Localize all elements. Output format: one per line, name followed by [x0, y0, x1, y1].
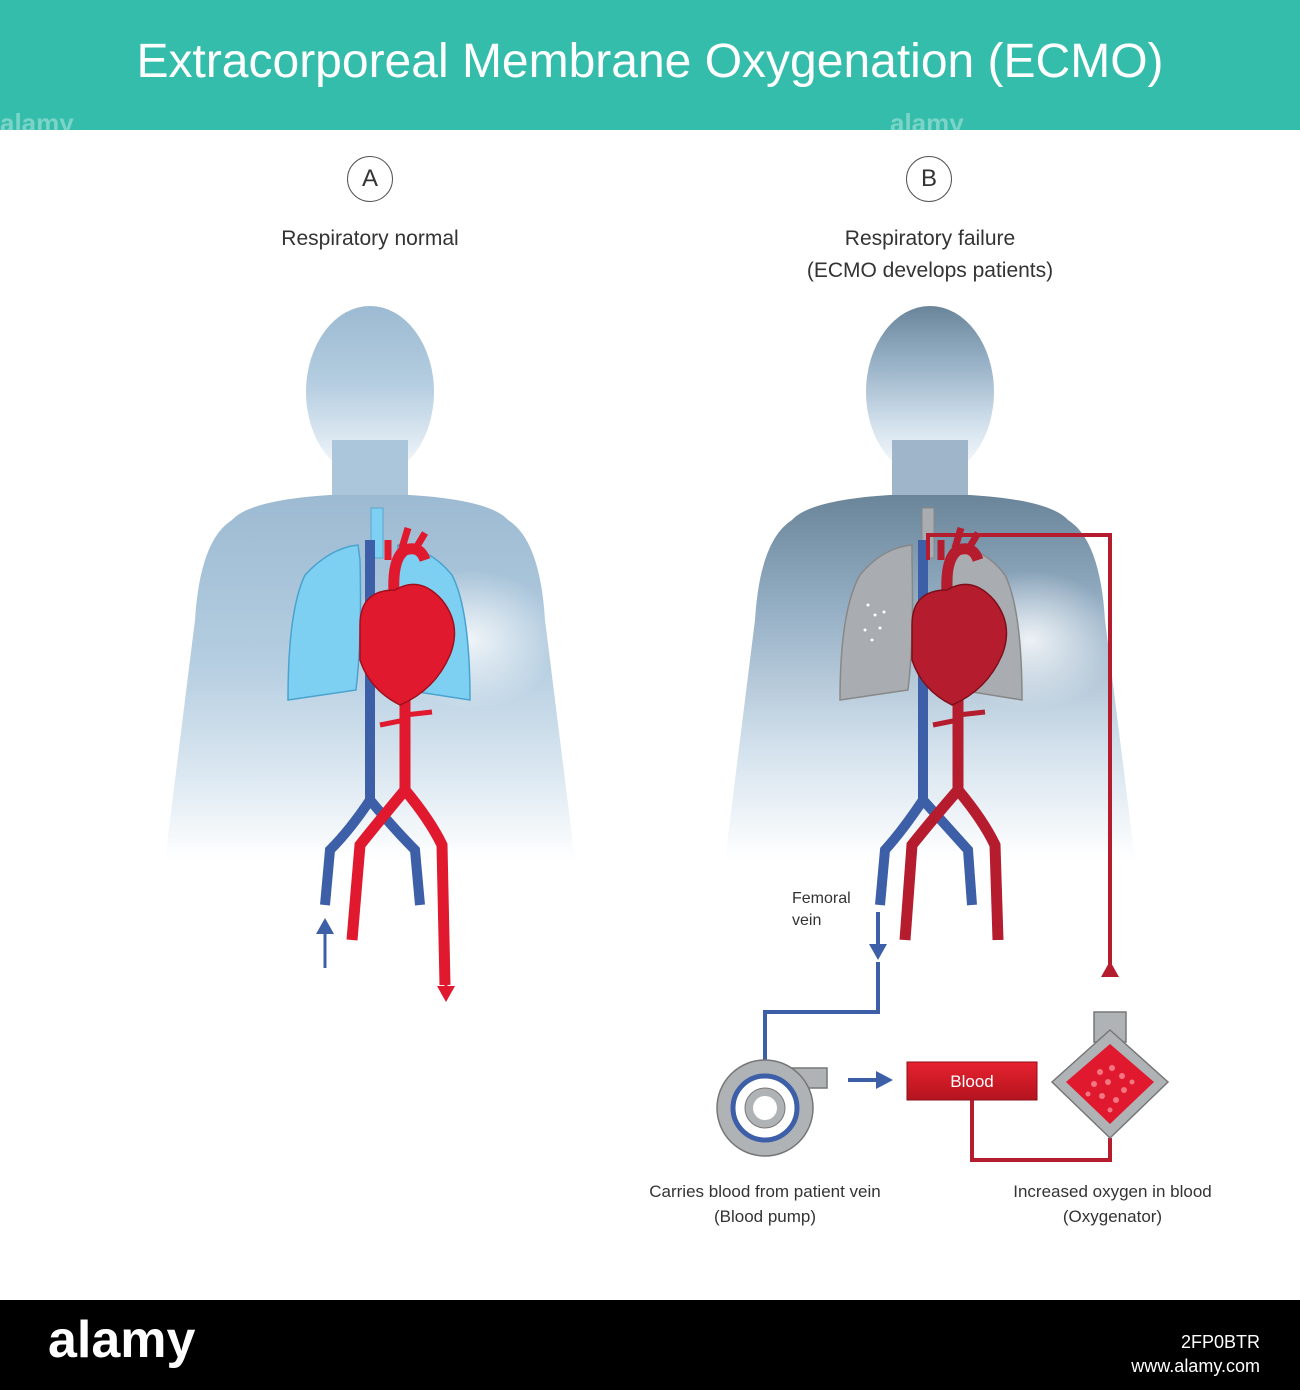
watermark-text: alamy	[890, 108, 964, 138]
panel-a-badge: A	[347, 156, 393, 202]
panel-a-heading: Respiratory normal	[281, 227, 459, 250]
heart-failure	[911, 583, 1008, 706]
panel-b-badge: B	[906, 156, 952, 202]
pump-caption-line1: Carries blood from patient vein	[649, 1182, 881, 1201]
artery-network-normal	[346, 526, 451, 986]
artery-outflow-arrow	[437, 950, 455, 1002]
vein-inflow-arrow	[316, 918, 334, 968]
watermark-footer	[0, 1300, 1300, 1390]
page-title: Extracorporeal Membrane Oxygenation (ECM…	[136, 35, 1164, 88]
title-banner	[0, 0, 1300, 130]
blood-to-oxygenator-line	[970, 1100, 1112, 1162]
blood-pump	[716, 1059, 828, 1157]
heart	[359, 583, 456, 706]
alamy-logo: alamy	[48, 1311, 196, 1369]
oxygenator-caption-line1: Increased oxygen in blood	[1013, 1182, 1212, 1201]
femoral-drainage-line	[763, 912, 880, 1090]
femoral-arrow	[869, 944, 887, 960]
ecmo-diagram: Blood	[165, 306, 1170, 1162]
oxygenator-caption-line2: (Oxygenator)	[1062, 1207, 1163, 1226]
panel-b-heading-line1: Respiratory failure	[844, 227, 1016, 250]
panel-b-heading-line2: (ECMO develops patients)	[806, 259, 1054, 282]
return-arrow	[1101, 961, 1119, 977]
image-id: 2FP0BTR	[1180, 1332, 1260, 1352]
femoral-vein-label-line1: Femoral	[792, 890, 851, 907]
blood-label: Blood	[950, 1072, 993, 1091]
alamy-url: www.alamy.com	[1131, 1356, 1260, 1376]
blood-reservoir	[906, 1061, 1038, 1101]
oxygenator	[1050, 1011, 1170, 1140]
pump-caption-line2: (Blood pump)	[713, 1207, 817, 1226]
pump-to-blood-arrow	[848, 1071, 893, 1089]
ecmo-return-line	[926, 533, 1112, 975]
artery-network-failure	[899, 526, 1004, 941]
vein-network-failure	[875, 540, 977, 906]
watermark-text: alamy	[0, 108, 74, 138]
femoral-vein-label-line2: vein	[792, 912, 822, 929]
vein-network-normal	[320, 540, 425, 906]
